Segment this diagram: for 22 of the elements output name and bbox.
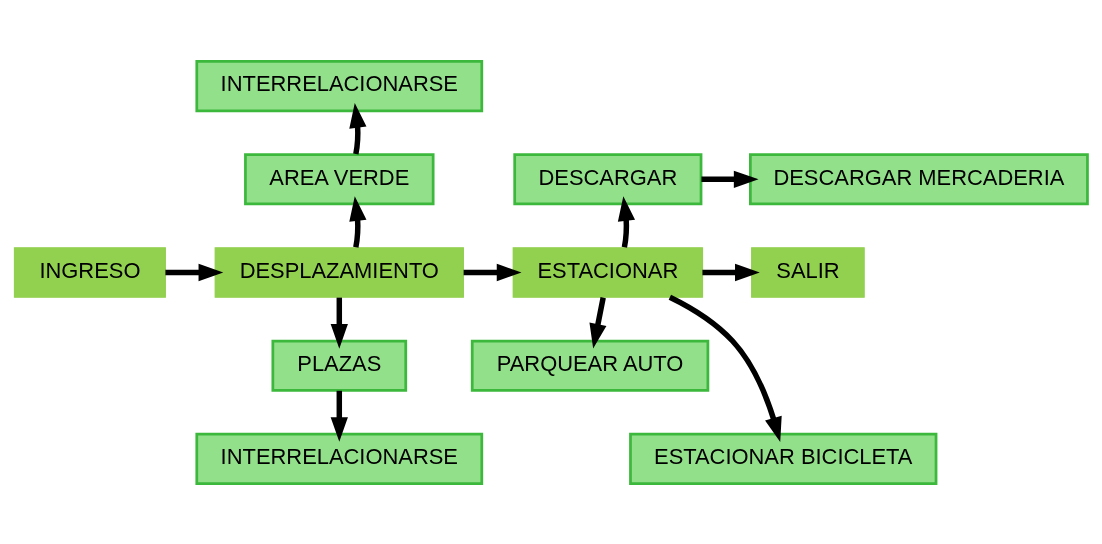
node-box: INGRESO <box>13 246 166 298</box>
node-box: DESCARGAR MERCADERIA <box>749 152 1089 205</box>
node-box: DESCARGAR <box>513 152 703 205</box>
arrow <box>702 263 760 281</box>
arrow <box>668 294 782 442</box>
node-box: DESPLAZAMIENTO <box>214 246 464 298</box>
node-box: PARQUEAR AUTO <box>470 339 710 392</box>
node-box: INTERRELACIONARSE <box>195 432 484 485</box>
node-box: PLAZAS <box>271 339 408 392</box>
node-box: ESTACIONAR <box>512 246 704 298</box>
arrow <box>330 390 348 442</box>
arrow <box>463 263 522 281</box>
node-box: AREA VERDE <box>244 152 435 205</box>
arrow <box>165 263 224 281</box>
arrow <box>701 170 759 188</box>
arrow <box>330 297 348 349</box>
node-box: INTERRELACIONARSE <box>195 59 484 112</box>
arrow <box>349 102 367 155</box>
arrow <box>617 195 636 248</box>
node-box: SALIR <box>751 246 865 298</box>
arrow <box>589 296 607 349</box>
node-box: ESTACIONAR BICICLETA <box>629 432 938 485</box>
